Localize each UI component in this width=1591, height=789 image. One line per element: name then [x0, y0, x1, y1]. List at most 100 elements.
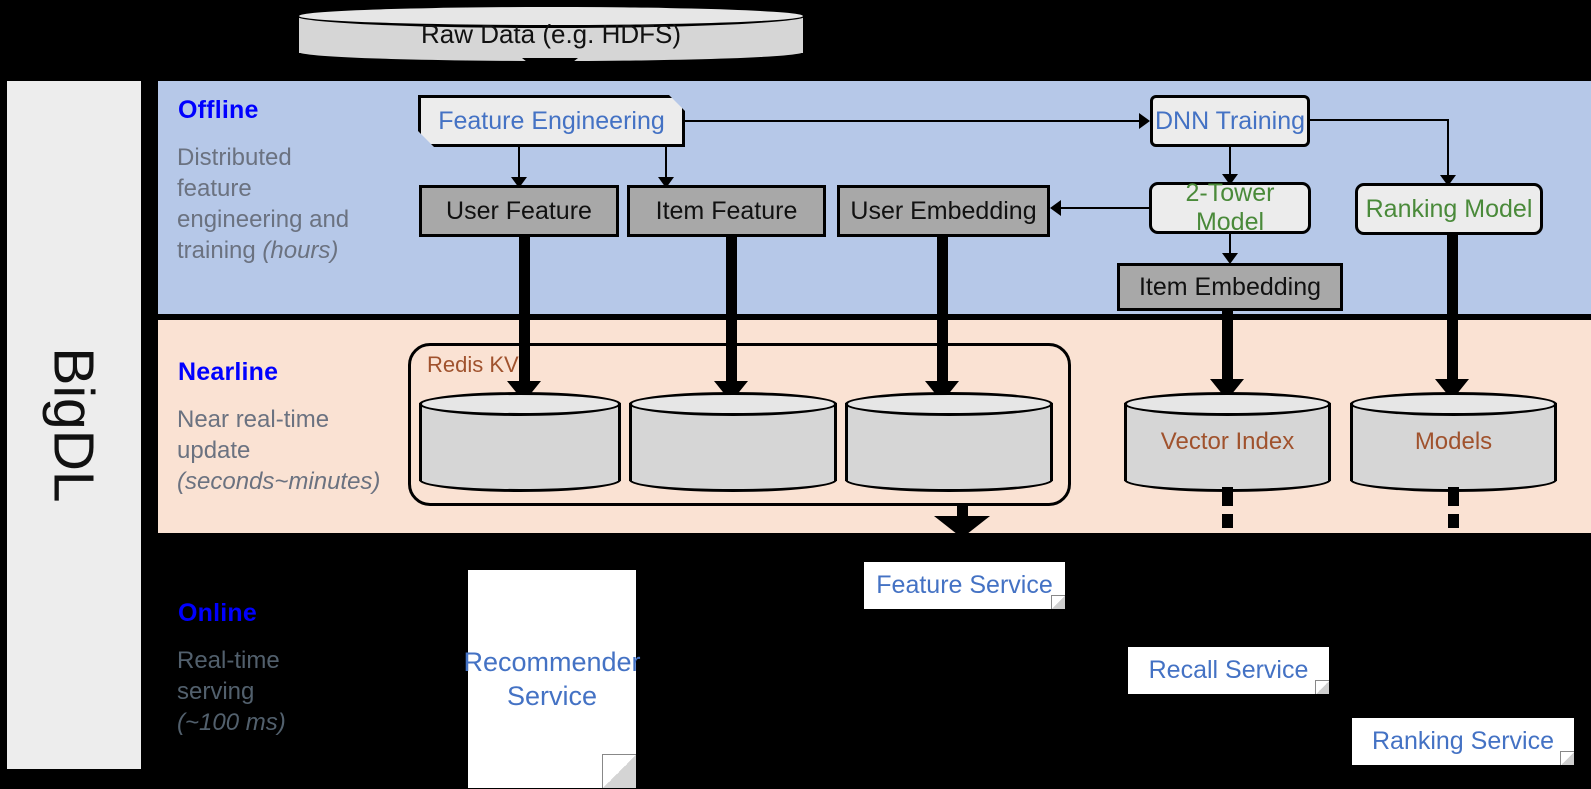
bigdl-label: BigDL [42, 347, 106, 503]
edge-twotower-userembedding [1061, 207, 1151, 209]
recommender-service-line1: Recommender [463, 647, 641, 677]
redis-store-1-label [419, 392, 621, 492]
cylinder-body [845, 403, 1053, 481]
item-embedding-label: Item Embedding [1138, 272, 1322, 301]
models-cylinder[interactable]: Models [1350, 392, 1557, 492]
offline-desc-l3: engineering and [177, 206, 350, 233]
page-fold-icon [602, 754, 636, 788]
cylinder-top [845, 392, 1053, 416]
raw-data-label: Raw Data (e.g. HDFS) [420, 18, 682, 49]
redis-store-cylinder-3[interactable] [845, 392, 1053, 492]
band-desc-offline: Distributed feature engineering and trai… [177, 142, 387, 266]
user-feature-box[interactable]: User Feature [419, 185, 619, 237]
band-desc-online: Real-time serving (~100 ms) [177, 645, 407, 738]
pipe-rankingmodel-models [1447, 235, 1458, 385]
offline-desc-l1: Distributed [177, 144, 292, 171]
edge-dnn-ranking-v [1447, 119, 1449, 181]
band-title-nearline: Nearline [178, 358, 279, 386]
page-fold-icon [1315, 680, 1329, 694]
cylinder-body [419, 403, 621, 481]
recommender-service-note[interactable]: Recommender Service [463, 570, 641, 788]
nearline-desc-l2: update [177, 437, 251, 464]
offline-desc-l4: training [177, 237, 263, 264]
edge-fe-dnn [685, 120, 1147, 122]
edge-dnn-twotower [1229, 147, 1231, 180]
redis-store-3-label [845, 392, 1053, 492]
ranking-model-box[interactable]: Ranking Model [1355, 183, 1543, 235]
user-embedding-box[interactable]: User Embedding [837, 185, 1050, 237]
edge-rawdata-fe-arrowhead [522, 58, 578, 80]
cylinder-top [419, 392, 621, 416]
nearline-desc-l1: Near real-time [177, 406, 330, 433]
edge-twotower-itememb-arrowhead [1222, 253, 1238, 264]
dash-models-1 [1448, 487, 1459, 506]
edge-fe-userfeature [518, 147, 520, 183]
band-title-online: Online [178, 599, 257, 627]
recall-service-note[interactable]: Recall Service [1128, 647, 1329, 694]
pipe-itemembedding-vectorindex [1222, 311, 1233, 385]
feature-engineering-label: Feature Engineering [438, 106, 665, 135]
offline-desc-l2: feature [177, 175, 252, 202]
page-fold-icon [1051, 595, 1065, 609]
cylinder-body [629, 403, 837, 481]
edge-fe-itemfeature-arrowhead [658, 177, 674, 188]
online-desc-l2: serving [177, 678, 255, 705]
item-embedding-box[interactable]: Item Embedding [1117, 263, 1343, 311]
feature-engineering-box[interactable]: Feature Engineering [418, 95, 685, 147]
dash-vectorindex-2 [1222, 514, 1233, 528]
item-feature-box[interactable]: Item Feature [627, 185, 826, 237]
dash-vectorindex-1 [1222, 487, 1233, 506]
models-label: Models [1414, 428, 1493, 455]
offline-desc-italic: (hours) [262, 237, 339, 264]
redis-store-cylinder-2[interactable] [629, 392, 837, 492]
dash-models-2 [1448, 514, 1459, 528]
two-tower-model-box[interactable]: 2-Tower Model [1149, 179, 1311, 236]
edge-fe-userfeature-arrowhead [511, 177, 527, 188]
redis-store-2-label [629, 392, 837, 492]
edge-dnn-twotower-arrowhead [1222, 174, 1238, 185]
user-embedding-label: User Embedding [850, 196, 1037, 225]
online-desc-italic: (~100 ms) [177, 709, 286, 736]
cylinder-body [1350, 403, 1557, 481]
cylinder-top [1350, 392, 1557, 416]
dnn-training-box[interactable]: DNN Training [1150, 95, 1310, 147]
feature-service-label: Feature Service [876, 571, 1053, 599]
redis-kv-group [408, 343, 1071, 506]
redis-kv-label: Redis KV [427, 352, 519, 377]
recommender-service-text: Recommender Service [463, 645, 640, 713]
bigdl-framework-rail: BigDL [4, 78, 144, 772]
ranking-service-note[interactable]: Ranking Service [1352, 718, 1574, 765]
edge-fe-dnn-arrowhead [1139, 113, 1150, 129]
edge-twotower-itememb [1229, 234, 1231, 260]
dnn-training-label: DNN Training [1154, 106, 1306, 135]
cylinder-top [296, 4, 806, 28]
pipe-redis-featureservice-arrowhead [934, 516, 990, 538]
band-title-offline: Offline [178, 96, 259, 124]
recommender-service-line2: Service [506, 681, 598, 711]
band-desc-nearline: Near real-time update (seconds~minutes) [177, 404, 427, 497]
edge-fe-itemfeature [665, 147, 667, 183]
edge-twotower-userembedding-arrowhead [1050, 200, 1061, 216]
cylinder-top [629, 392, 837, 416]
pipe-redis-featureservice [957, 506, 968, 520]
vector-index-cylinder[interactable]: Vector Index [1124, 392, 1331, 492]
ranking-service-label: Ranking Service [1371, 727, 1555, 755]
edge-dnn-ranking-h [1310, 119, 1448, 121]
online-desc-l1: Real-time [177, 647, 280, 674]
pipe-userfeature-store [519, 237, 530, 387]
vector-index-label: Vector Index [1160, 428, 1295, 455]
edge-dnn-ranking-arrowhead [1440, 175, 1456, 186]
two-tower-model-label: 2-Tower Model [1185, 179, 1275, 236]
pipe-itemfeature-store [726, 237, 737, 387]
feature-service-note[interactable]: Feature Service [864, 562, 1065, 609]
redis-store-cylinder-1[interactable] [419, 392, 621, 492]
user-feature-label: User Feature [446, 196, 592, 225]
cylinder-body [1124, 403, 1331, 481]
item-feature-label: Item Feature [655, 196, 798, 225]
ranking-model-label: Ranking Model [1365, 194, 1533, 223]
recall-service-label: Recall Service [1148, 656, 1309, 684]
page-fold-icon [1560, 751, 1574, 765]
pipe-userembedding-store [937, 237, 948, 387]
nearline-desc-italic: (seconds~minutes) [177, 468, 381, 495]
